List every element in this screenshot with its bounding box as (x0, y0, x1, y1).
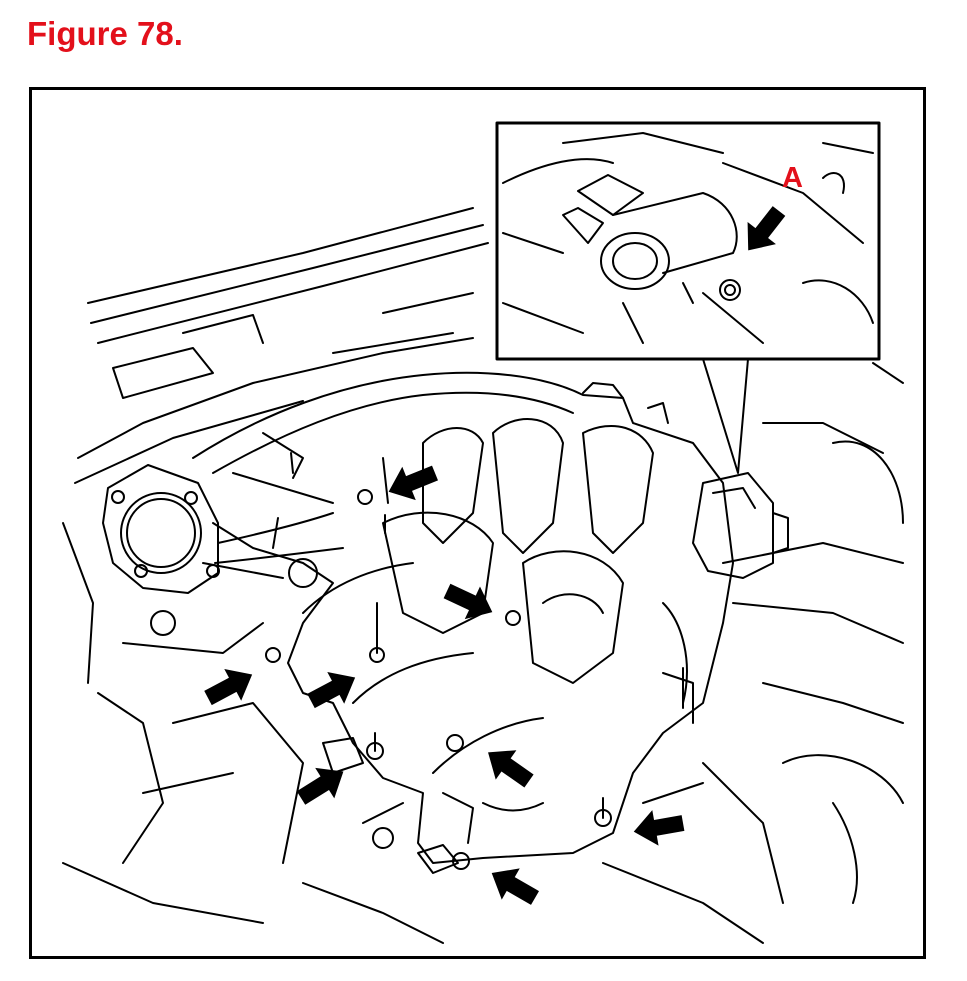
diagram-frame: A (29, 87, 926, 959)
background-sketch (62, 207, 904, 944)
inset-arrow (747, 206, 786, 251)
throttle-body (102, 464, 344, 594)
intake-manifold (192, 371, 734, 874)
engine-diagram (62, 121, 904, 944)
fastener-arrows (204, 465, 685, 905)
figure-title: Figure 78. (27, 15, 183, 52)
sensor-connector (692, 472, 789, 579)
fastener-studs (265, 452, 684, 870)
diagram-overlay: A (32, 90, 923, 956)
detail-inset (495, 121, 881, 474)
callout-label-a: A (782, 162, 803, 194)
